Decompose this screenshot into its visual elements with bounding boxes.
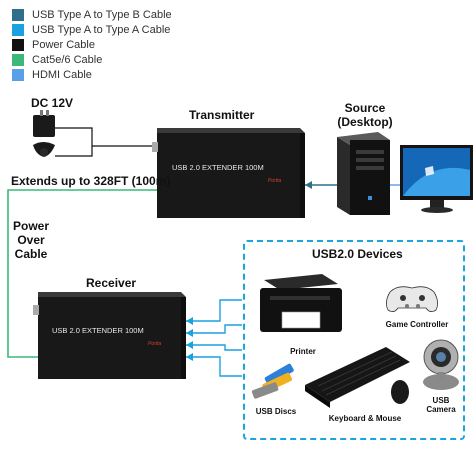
usb-camera-label: USB Camera bbox=[422, 396, 460, 414]
power-adapter-icon bbox=[33, 110, 55, 157]
receiver-unit: USB 2.0 EXTENDER 100M Portta bbox=[33, 292, 186, 379]
power-cable bbox=[55, 127, 157, 147]
legend-item: USB Type A to Type A Cable bbox=[12, 22, 172, 37]
legend-item: USB Type A to Type B Cable bbox=[12, 7, 172, 22]
arrow-head bbox=[305, 181, 312, 189]
legend-label: Power Cable bbox=[32, 38, 95, 51]
transmitter-label: Transmitter bbox=[189, 108, 255, 122]
legend-swatch bbox=[12, 8, 24, 21]
legend: USB Type A to Type B Cable USB Type A to… bbox=[12, 7, 172, 82]
printer-label: Printer bbox=[290, 347, 316, 356]
power-label-line1: Power bbox=[12, 219, 49, 233]
printer-icon bbox=[260, 274, 342, 332]
usb-camera-label-line2: Camera bbox=[426, 405, 456, 414]
legend-label: Cat5e/6 Cable bbox=[32, 53, 103, 66]
game-controller-label: Game Controller bbox=[385, 320, 449, 329]
source-label-line1: Source bbox=[344, 101, 386, 115]
legend-swatch bbox=[12, 53, 24, 66]
receiver-brand: Portta bbox=[148, 341, 162, 347]
legend-label: HDMI Cable bbox=[32, 68, 92, 81]
monitor-icon bbox=[400, 145, 473, 213]
legend-swatch bbox=[12, 68, 24, 81]
power-label-line3: Cable bbox=[14, 247, 48, 261]
transmitter-unit-text: USB 2.0 EXTENDER 100M bbox=[172, 163, 264, 172]
usb-discs-label: USB Discs bbox=[255, 407, 297, 416]
game-controller-icon bbox=[386, 286, 438, 312]
usb-aa-cables bbox=[186, 299, 242, 377]
keyboard-mouse-icon bbox=[305, 347, 410, 408]
usb-camera-icon bbox=[423, 339, 459, 390]
receiver-unit-text: USB 2.0 EXTENDER 100M bbox=[52, 326, 144, 335]
source-label-line2: (Desktop) bbox=[337, 115, 393, 129]
keyboard-mouse-label: Keyboard & Mouse bbox=[328, 414, 402, 423]
power-cable-2 bbox=[55, 146, 93, 157]
receiver-label: Receiver bbox=[86, 276, 137, 290]
legend-swatch bbox=[12, 38, 24, 51]
desktop-icon bbox=[337, 132, 390, 215]
cat5e-cable bbox=[7, 189, 157, 358]
usb-devices-panel bbox=[243, 240, 465, 440]
transmitter-brand: Portta bbox=[268, 178, 282, 184]
legend-item: Power Cable bbox=[12, 37, 172, 52]
extends-label: Extends up to 328FT (100m) bbox=[11, 174, 171, 188]
usb-camera-label-line1: USB bbox=[432, 396, 450, 405]
usb-devices-title: USB2.0 Devices bbox=[312, 247, 403, 261]
legend-swatch bbox=[12, 23, 24, 36]
legend-label: USB Type A to Type B Cable bbox=[32, 8, 172, 21]
legend-item: HDMI Cable bbox=[12, 67, 172, 82]
source-label: Source (Desktop) bbox=[335, 101, 395, 129]
usb-discs-icon bbox=[251, 363, 294, 399]
usb-arrowheads bbox=[186, 317, 193, 361]
power-over-cable-label: Power Over Cable bbox=[9, 219, 53, 261]
legend-label: USB Type A to Type A Cable bbox=[32, 23, 171, 36]
power-label-line2: Over bbox=[17, 233, 45, 247]
legend-item: Cat5e/6 Cable bbox=[12, 52, 172, 67]
dc-label: DC 12V bbox=[31, 96, 74, 110]
transmitter-unit: USB 2.0 EXTENDER 100M Portta bbox=[152, 128, 305, 218]
